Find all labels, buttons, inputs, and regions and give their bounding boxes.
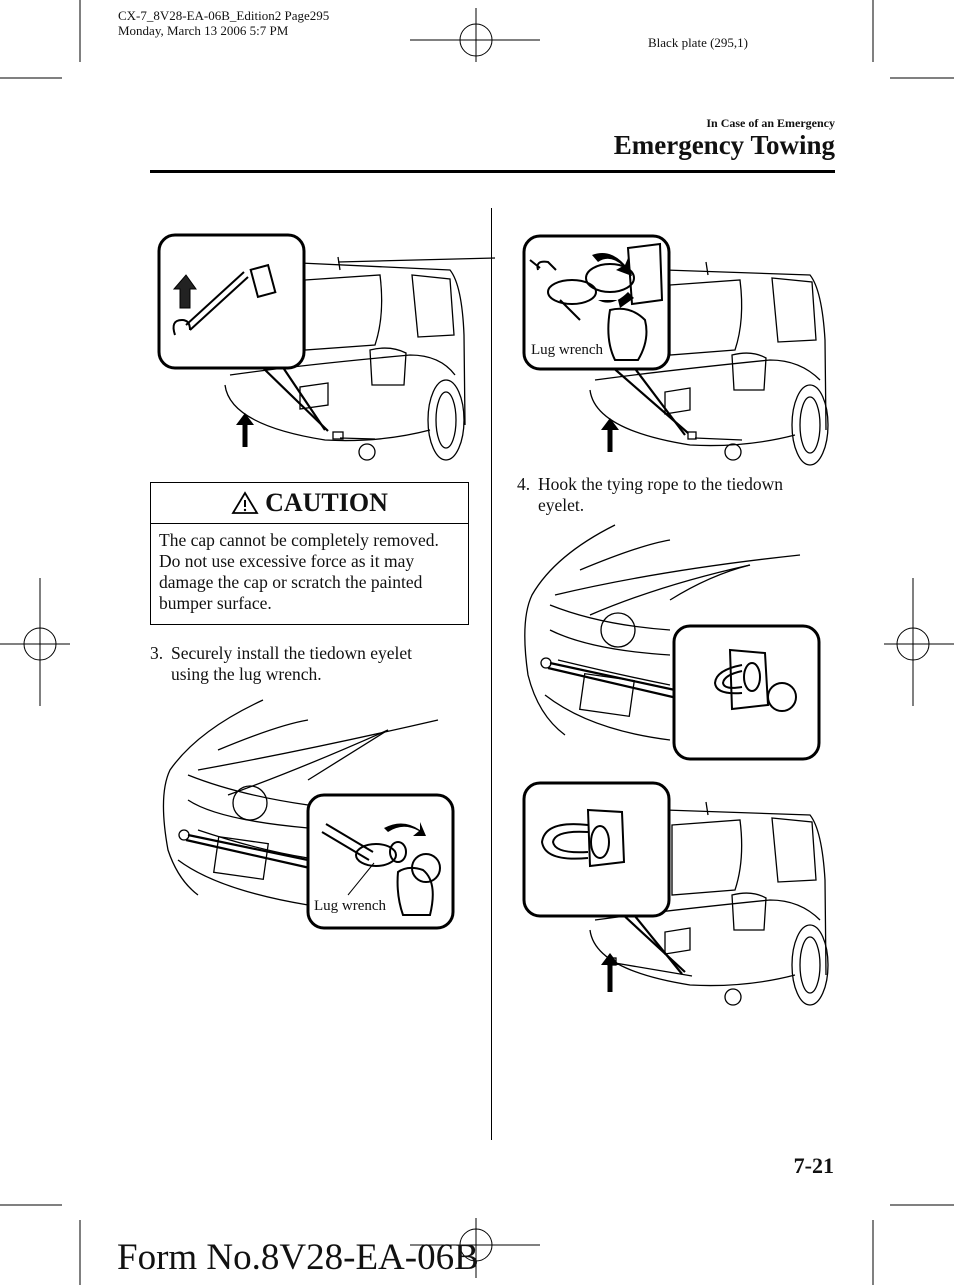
- column-divider: [491, 208, 492, 1140]
- page-number: 7-21: [793, 1153, 834, 1178]
- caution-title: CAUTION: [265, 488, 388, 517]
- lug-wrench-label-rear: Lug wrench: [530, 342, 605, 359]
- step-number: 3.: [150, 643, 164, 663]
- print-date-line: Monday, March 13 2006 5:7 PM: [118, 23, 289, 38]
- step-text-line: eyelet.: [538, 495, 585, 515]
- step-text-line: Securely install the tiedown eyelet: [171, 643, 413, 663]
- caution-line: The cap cannot be completely removed.: [159, 530, 439, 550]
- print-plate: Black plate (295,1): [648, 35, 748, 50]
- title-rule: [150, 170, 835, 173]
- caution-text: The cap cannot be completely removed. Do…: [151, 524, 468, 614]
- section-label: In Case of an Emergency: [706, 116, 835, 130]
- caution-line: bumper surface.: [159, 593, 272, 613]
- caution-box: CAUTION The cap cannot be completely rem…: [150, 482, 469, 625]
- caution-line: Do not use excessive force as it may: [159, 551, 415, 571]
- step-3: 3. Securely install the tiedown eyelet u…: [150, 643, 470, 685]
- step-4: 4. Hook the tying rope to the tiedown ey…: [517, 474, 837, 516]
- figure-rear-wrench-inset: [522, 234, 829, 466]
- print-file-line: CX-7_8V28-EA-06B_Edition2 Page295: [118, 8, 330, 23]
- form-number: Form No.8V28-EA-06B: [117, 1237, 479, 1278]
- caution-header: CAUTION: [151, 483, 468, 524]
- step-number: 4.: [517, 474, 531, 494]
- lug-wrench-label-front: Lug wrench: [313, 898, 388, 915]
- step-text-line: using the lug wrench.: [171, 664, 322, 684]
- caution-line: damage the cap or scratch the painted: [159, 572, 423, 592]
- warning-triangle-icon: [231, 491, 259, 514]
- figure-rear-eyelet-inset: [522, 781, 829, 1006]
- figure-front-wrench-inset: [162, 699, 455, 930]
- page-title: Emergency Towing: [613, 130, 835, 160]
- figure-front-eyelet-inset: [524, 524, 821, 761]
- step-text-line: Hook the tying rope to the tiedown: [538, 474, 783, 494]
- figure-rear-hook-inset: [157, 233, 496, 461]
